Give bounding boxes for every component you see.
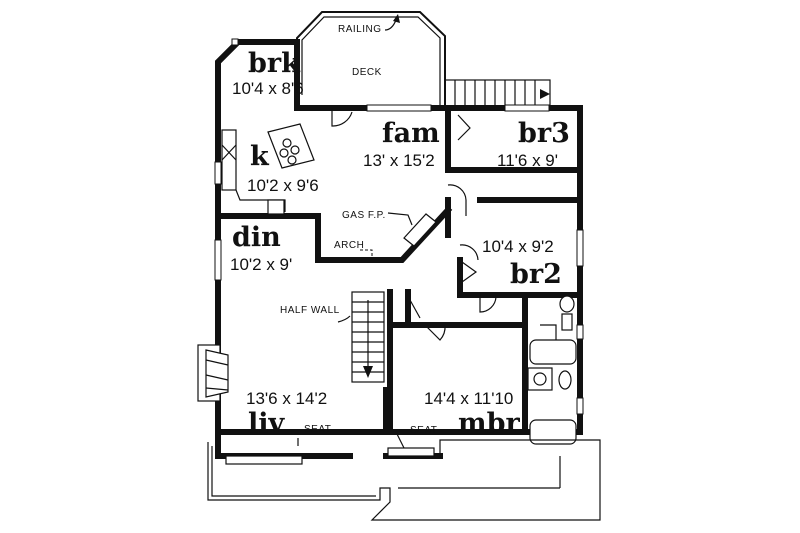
room-name-liv: liv (248, 408, 286, 439)
doors (331, 108, 497, 449)
room-name-br2: br2 (510, 259, 562, 290)
room-name-din: din (232, 222, 281, 253)
gas-fireplace (387, 212, 437, 247)
living-fireplace (197, 344, 229, 402)
seat-liv-label: SEAT (304, 424, 331, 435)
stairs (337, 291, 385, 383)
room-dims-brk: 10'4 x 8'6 (232, 79, 304, 98)
arch-label: ARCH (334, 240, 364, 251)
room-dims-br3: 11'6 x 9' (497, 151, 558, 170)
room-name-fam: fam (382, 118, 440, 149)
half-wall-label: HALF WALL (280, 305, 340, 316)
room-name-br3: br3 (518, 118, 570, 149)
deck-label: DECK (352, 67, 382, 78)
porch (207, 439, 601, 521)
windows (214, 38, 584, 415)
gas-fp-label: GAS F.P. (342, 210, 386, 221)
annotations: RAILING DECK GAS F.P. ARCH HALF WALL SEA… (280, 24, 437, 436)
room-dims-k: 10'2 x 9'6 (247, 176, 319, 195)
deck (296, 11, 551, 109)
room-dims-fam: 13' x 15'2 (363, 151, 435, 170)
room-dims-liv: 13'6 x 14'2 (246, 389, 327, 408)
room-name-mbr: mbr (458, 408, 520, 439)
kitchen-fixtures (221, 123, 315, 215)
bath-fixtures (527, 295, 577, 445)
room-dims-mbr: 14'4 x 11'10 (424, 389, 513, 408)
room-name-brk: brk (248, 48, 301, 79)
room-dims-br2: 10'4 x 9'2 (482, 237, 554, 256)
room-name-k: k (250, 141, 270, 172)
arch-marker (360, 249, 386, 259)
seats (225, 438, 435, 465)
room-dims-din: 10'2 x 9' (230, 255, 292, 274)
railing-label: RAILING (338, 24, 382, 35)
seat-mbr-label: SEAT (410, 425, 437, 436)
room-labels: brk 10'4 x 8'6 fam 13' x 15'2 br3 11'6 x… (230, 48, 570, 439)
